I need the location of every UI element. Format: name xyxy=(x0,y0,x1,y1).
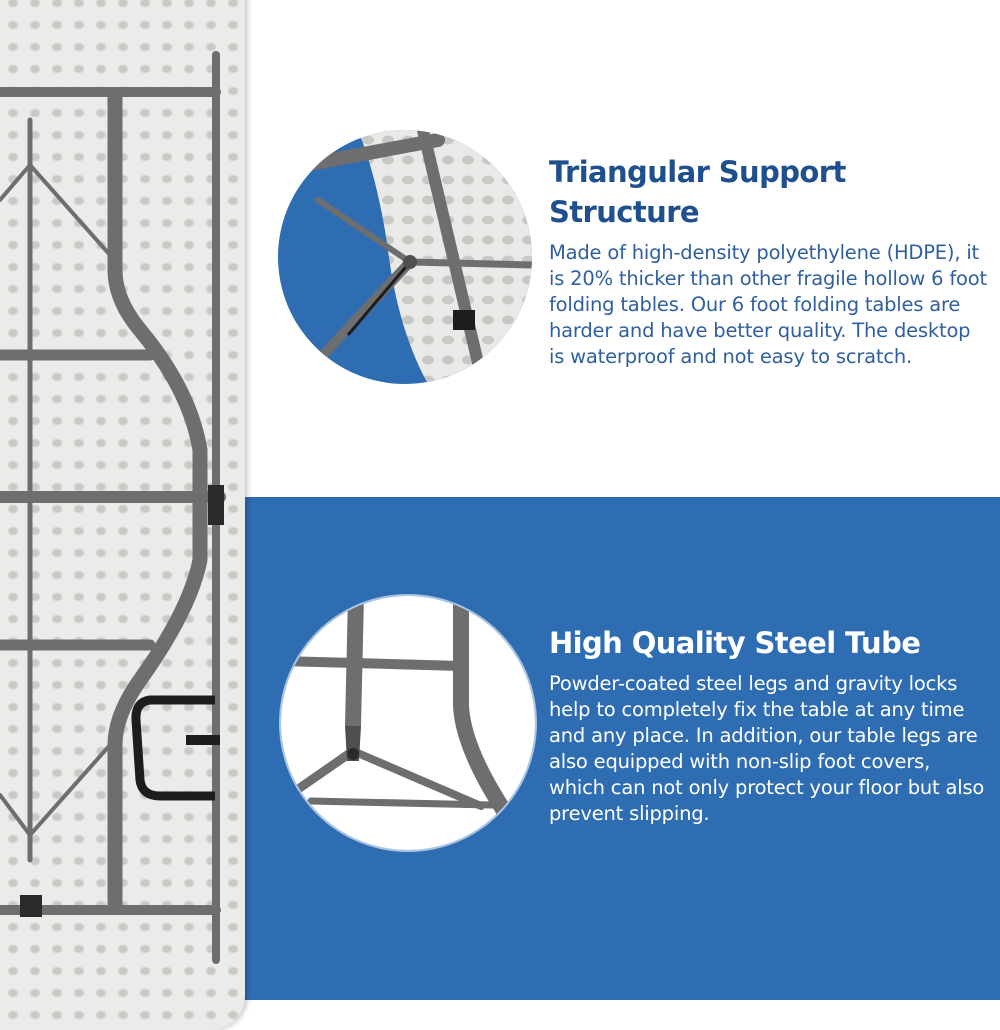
feature-description: Made of high-density polyethylene (HDPE)… xyxy=(549,241,987,368)
feature-description: Powder-coated steel legs and gravity loc… xyxy=(549,672,985,825)
steel-tube-legs-photo xyxy=(281,596,535,850)
table-steel-frame-image xyxy=(0,51,226,964)
triangular-support-photo xyxy=(278,130,532,384)
feature-steel-tube: High Quality Steel Tube Powder-coated st… xyxy=(549,623,989,827)
feature-triangular-support: Triangular Support Structure Made of hig… xyxy=(549,152,989,370)
feature-title: Triangular Support Structure xyxy=(549,155,846,229)
feature-title: High Quality Steel Tube xyxy=(549,626,921,660)
